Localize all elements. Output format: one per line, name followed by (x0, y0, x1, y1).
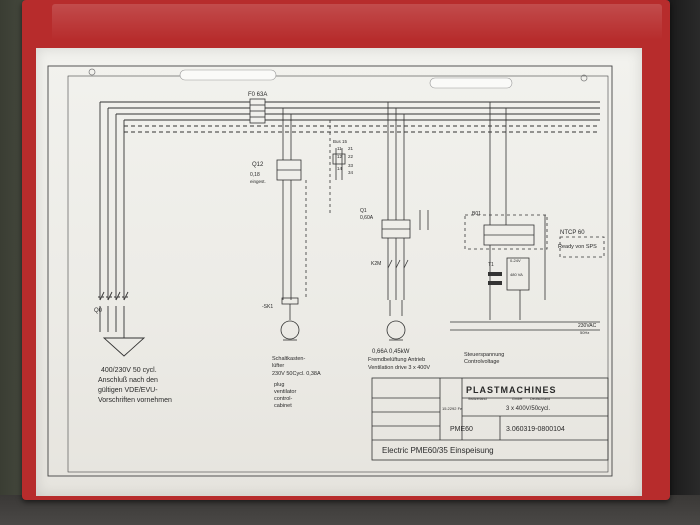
sk1-label: -SK1 (262, 304, 273, 310)
brand-sub-2: GmbH (512, 397, 523, 401)
drawing-description: Electric PME60/35 Einspeisung (382, 446, 494, 455)
motor1-line-4: plug (274, 382, 284, 388)
brand-sub-3: Deutschland (530, 397, 550, 401)
fuse-main-label: F0 63A (248, 92, 267, 98)
q12-label: Q12 (252, 162, 264, 168)
main-bus (100, 101, 600, 133)
motor1-line-7: cabinet (274, 403, 292, 409)
schematic-sheet (36, 48, 642, 496)
motor2-line-3: Ventilation drive 3 x 400V (368, 365, 430, 371)
q1-value: 0,60A (360, 215, 374, 221)
binder-slot-left (179, 69, 277, 81)
title-block (371, 377, 609, 461)
motor2-line-2: Fremdbelüftung Antrieb (368, 357, 425, 363)
control-line-2: Controlvoltage (464, 359, 499, 365)
k2m-label: K2M (371, 261, 381, 267)
k1-label-21: 21 (348, 146, 354, 151)
b01-label: B01 (472, 211, 481, 217)
q0-label: Q0 (94, 308, 103, 314)
background-bottom (0, 495, 700, 525)
t1-label: T1 (488, 262, 494, 268)
spec-text: 3 x 400V/50cycl. (506, 406, 550, 412)
motor1-line-2: lüfter (272, 363, 284, 369)
transformer-core-top (488, 272, 502, 276)
supply-line-2: Anschluß nach den (98, 377, 158, 384)
motor2-line-1: 0,66A 0,45kW (372, 349, 410, 355)
folder-sheen (52, 4, 662, 40)
transformer-value-2: 480 VA (510, 272, 523, 277)
ready-label: Ready von SPS (558, 244, 597, 250)
k1-label-11: 11 (337, 146, 342, 151)
control-line-1: Steuerspannung (464, 352, 504, 358)
motor1-line-3: 230V 50Cycl. 0,38A (272, 371, 321, 377)
vac-label: 230VAC (578, 323, 597, 329)
brand-sub-1: Switzerland (468, 397, 487, 401)
binder-slot-right (429, 77, 513, 89)
k1-label-22: 22 (348, 154, 354, 159)
spec-ref: 15.2292 Fe (442, 406, 463, 411)
q1-label: Q1 (360, 208, 367, 214)
supply-line-3: gültigen VDE/EVU- (98, 387, 158, 394)
k1-label-12: 12 (337, 154, 343, 159)
transformer-value-1: 0-24V (510, 258, 521, 263)
background-right (670, 0, 700, 525)
k1-label-14: 14 (337, 166, 343, 171)
supply-line-1: 400/230V 50 cycl. (101, 367, 157, 374)
doc-number: 3.060319-0800104 (506, 426, 565, 433)
transformer-core-bottom (488, 281, 502, 285)
motor1-line-1: Schaltkasten- (272, 356, 305, 362)
motor1-line-6: control- (274, 396, 293, 402)
motor1-line-5: ventilator (274, 389, 296, 395)
brand-name: PLASTMACHINES (466, 385, 557, 395)
q12-value-1: 0,18 (250, 172, 260, 178)
ntcp-label: NTCP 60 (560, 230, 585, 236)
model-name: PME60 (450, 426, 473, 433)
vac-sub-label: 50Hz (580, 330, 589, 335)
k1-label-34: 34 (348, 170, 354, 175)
k1-label-33: 33 (348, 163, 354, 168)
supply-line-4: Vorschriften vornehmen (98, 397, 172, 404)
q12-value-2: eingest. (250, 179, 266, 184)
k1-label-bus: Bus 15 (333, 139, 348, 144)
